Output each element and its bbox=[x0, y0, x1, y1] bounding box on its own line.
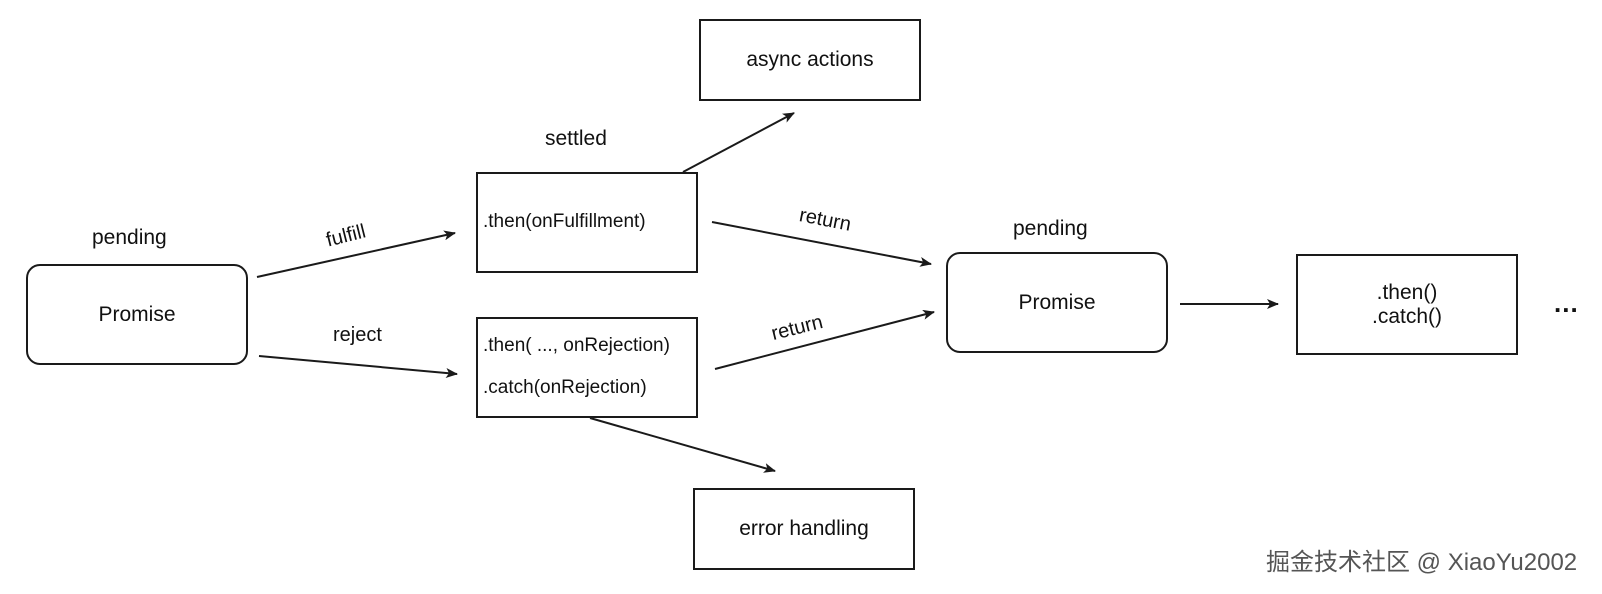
async-actions-node: async actions bbox=[699, 19, 921, 101]
then-next-label: .then() bbox=[1376, 281, 1438, 305]
return-from-fulfillment-arrow bbox=[711, 221, 932, 267]
catch-rejection-label: .catch(onRejection) bbox=[483, 377, 647, 399]
then-catch-next-node: .then() .catch() bbox=[1296, 254, 1518, 355]
watermark-text: 掘金技术社区 @ XiaoYu2002 bbox=[1266, 549, 1578, 576]
continuation-ellipsis: ... bbox=[1554, 288, 1579, 318]
pending-state-label-next: pending bbox=[1013, 217, 1088, 240]
fulfill-arrow bbox=[256, 230, 456, 278]
then-fulfillment-node: .then(onFulfillment) bbox=[476, 172, 698, 273]
error-handling-label: error handling bbox=[739, 517, 869, 541]
reject-arrow bbox=[258, 355, 458, 378]
settled-group-label: settled bbox=[545, 127, 607, 150]
error-handling-node: error handling bbox=[693, 488, 915, 570]
promise-next-node: Promise bbox=[946, 252, 1168, 353]
async-actions-arrow bbox=[682, 112, 795, 173]
pending-state-label: pending bbox=[92, 226, 167, 249]
promise-start-node: Promise bbox=[26, 264, 248, 365]
async-actions-label: async actions bbox=[746, 48, 874, 72]
promise-start-label: Promise bbox=[98, 302, 176, 326]
then-catch-rejection-node: .then( ..., onRejection) .catch(onReject… bbox=[476, 317, 698, 418]
reject-edge-label: reject bbox=[333, 324, 382, 346]
return-from-rejection-arrow bbox=[714, 309, 935, 370]
error-handling-arrow bbox=[589, 417, 776, 473]
catch-next-label: .catch() bbox=[1371, 304, 1442, 328]
then-fulfillment-label: .then(onFulfillment) bbox=[483, 211, 646, 233]
then-rejection-label: .then( ..., onRejection) bbox=[483, 334, 670, 356]
promise-next-label: Promise bbox=[1018, 290, 1096, 314]
